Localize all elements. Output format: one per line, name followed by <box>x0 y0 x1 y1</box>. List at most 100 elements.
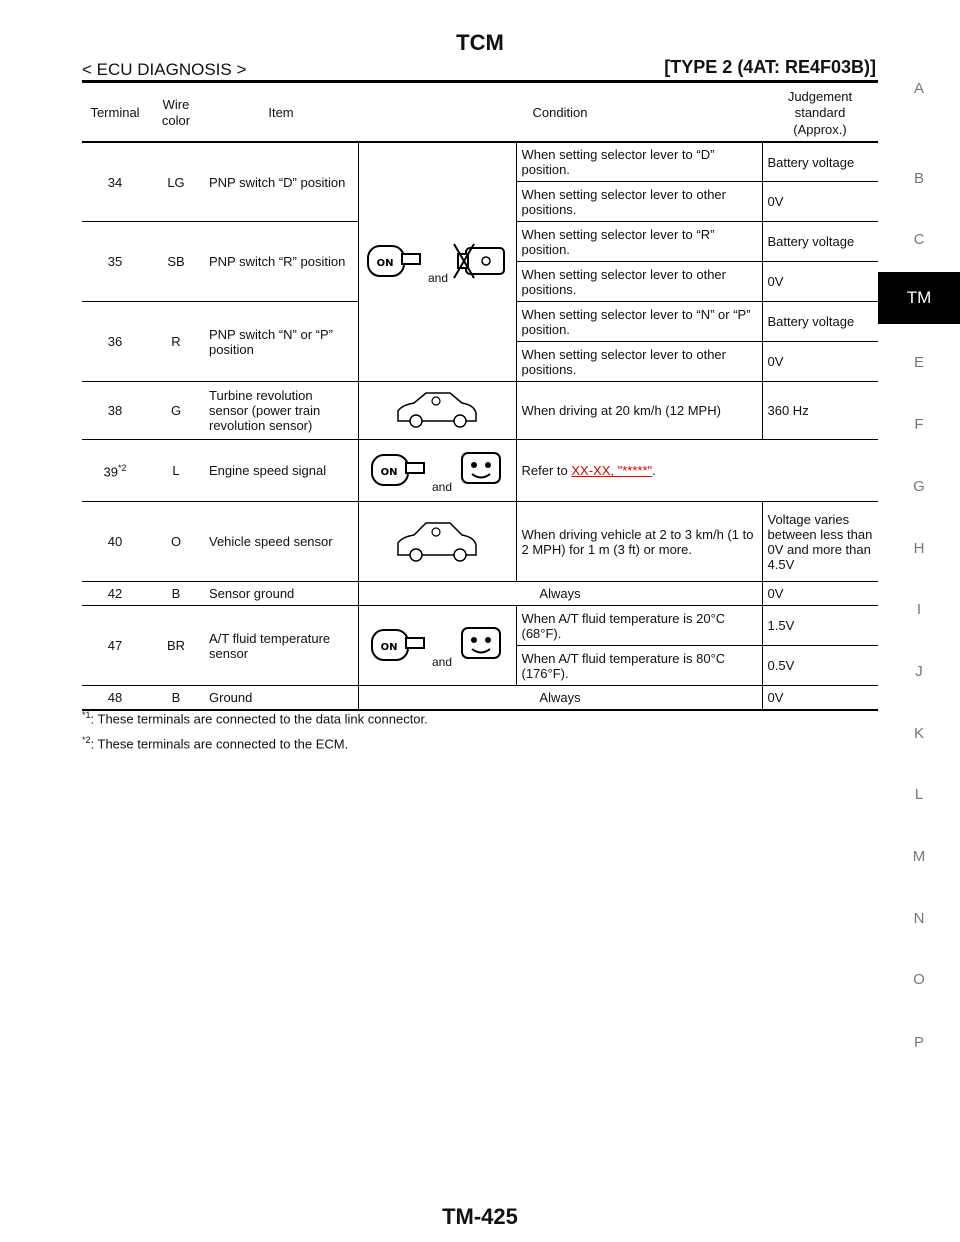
cell-condition-reference: Refer to XX-XX, "*****". <box>515 439 878 503</box>
cell-item: PNP switch “R” position <box>204 221 358 303</box>
page-title: TCM <box>456 30 504 55</box>
cell-judgement: Battery voltage <box>761 301 878 343</box>
header-condition: Condition <box>358 86 762 143</box>
index-letter[interactable]: O <box>913 971 925 988</box>
driving-vehicle-icon <box>397 522 477 562</box>
engine-running-icon <box>460 452 501 485</box>
cell-judgement: 0.5V <box>761 645 878 687</box>
cell-condition: Always <box>357 685 762 711</box>
reference-link[interactable]: XX-XX, "*****" <box>571 463 653 479</box>
cell-wire-color: L <box>148 439 204 503</box>
and-label: and <box>427 270 449 285</box>
cell-terminal: 40 <box>82 501 148 583</box>
cell-condition-icons <box>357 381 516 441</box>
index-letter[interactable]: M <box>912 848 926 865</box>
cell-item: PNP switch “D” position <box>204 141 358 223</box>
cell-wire-color: O <box>148 501 204 583</box>
cell-wire-color: G <box>148 381 204 441</box>
header-judgement: Judgement standard (Approx.) <box>762 86 878 143</box>
cell-condition: When driving at 20 km/h (12 MPH) <box>515 381 762 441</box>
header-rule <box>82 80 878 83</box>
cell-item: Ground <box>204 685 358 711</box>
reference-suffix: . <box>652 463 656 479</box>
index-letter[interactable]: A <box>913 80 924 97</box>
index-letter[interactable]: E <box>913 354 924 371</box>
index-letter[interactable]: H <box>913 540 925 557</box>
index-letter[interactable]: N <box>913 910 925 927</box>
cell-terminal: 39*2 <box>82 439 148 503</box>
footnote-2: *2: These terminals are connected to the… <box>82 735 348 751</box>
cell-judgement: Battery voltage <box>761 141 878 183</box>
table-row: 38 G Turbine revolution sensor (power tr… <box>82 381 878 441</box>
index-letter[interactable]: K <box>913 725 924 742</box>
footnote-1: *1: These terminals are connected to the… <box>82 710 428 726</box>
cell-terminal: 35 <box>82 221 148 303</box>
index-letter[interactable]: J <box>915 663 923 680</box>
cell-terminal: 36 <box>82 301 148 383</box>
footnote-mark: *1 <box>82 710 91 720</box>
index-letter[interactable]: F <box>914 416 924 433</box>
table-row: 34 LG PNP switch “D” position ON and <box>82 141 878 383</box>
cell-judgement: 0V <box>761 181 878 223</box>
transmission-type: [TYPE 2 (4AT: RE4F03B)] <box>664 57 876 77</box>
table-row: 42 B Sensor ground Always 0V <box>82 581 878 607</box>
cell-judgement: 0V <box>761 341 878 383</box>
cell-wire-color: LG <box>148 141 204 223</box>
cell-condition-icons: ON and <box>357 605 516 687</box>
ignition-and-engine-running-icons: ON and <box>368 622 505 669</box>
index-letter[interactable]: G <box>913 478 925 495</box>
svg-text:ON: ON <box>381 467 398 478</box>
index-letter[interactable]: I <box>916 601 922 618</box>
table-row: 48 B Ground Always 0V <box>82 685 878 711</box>
ignition-and-engine-icons: ON and <box>364 240 509 285</box>
cell-wire-color: SB <box>148 221 204 303</box>
index-letter[interactable]: C <box>913 231 925 248</box>
cell-judgement: Battery voltage <box>761 221 878 263</box>
svg-text:ON: ON <box>377 258 394 269</box>
table-row: 39*2 L Engine speed signal ON and Refer … <box>82 439 878 503</box>
table-row: When setting selector lever to other pos… <box>82 181 878 223</box>
breadcrumb: < ECU DIAGNOSIS > <box>82 60 247 79</box>
cell-item: PNP switch “N” or “P” position <box>204 301 358 383</box>
cell-wire-color: B <box>148 685 204 711</box>
cell-wire-color: R <box>148 301 204 383</box>
cell-condition: When A/T fluid temperature is 20°C (68°F… <box>515 605 762 647</box>
cell-condition-icons: ON and <box>357 141 516 383</box>
cell-judgement: Voltage varies between less than 0V and … <box>761 501 878 583</box>
section-index-sidebar: A B C TM E F G H I J K L M N O P <box>878 0 960 1242</box>
terminal-number: 39 <box>103 463 118 479</box>
cell-terminal: 47 <box>82 605 148 687</box>
cell-terminal: 48 <box>82 685 148 711</box>
cell-judgement: 0V <box>761 261 878 303</box>
and-label: and <box>431 655 453 670</box>
cell-item: Turbine revolution sensor (power train r… <box>204 381 358 441</box>
cell-condition-icons <box>357 501 516 583</box>
ignition-key-on-icon: ON <box>371 454 426 487</box>
footnote-text: : These terminals are connected to the d… <box>90 711 428 727</box>
and-label: and <box>431 480 453 495</box>
cell-item: Engine speed signal <box>204 439 358 503</box>
footnote-mark: *2 <box>82 735 91 745</box>
index-letter[interactable]: P <box>913 1034 924 1051</box>
index-letter-active[interactable]: TM <box>878 272 960 324</box>
cell-terminal: 34 <box>82 141 148 223</box>
svg-text:ON: ON <box>381 642 398 653</box>
index-letter[interactable]: L <box>914 786 924 803</box>
cell-wire-color: BR <box>148 605 204 687</box>
cell-condition: When setting selector lever to other pos… <box>515 341 762 383</box>
table-row: 36 R PNP switch “N” or “P” position When… <box>82 301 878 383</box>
reference-prefix: Refer to <box>521 463 572 479</box>
index-letter[interactable]: B <box>913 170 924 187</box>
cell-condition: When setting selector lever to “N” or “P… <box>515 301 762 343</box>
table-row: 35 SB PNP switch “R” position When setti… <box>82 221 878 303</box>
table-header-row: Terminal Wire color Item Condition Judge… <box>82 86 878 143</box>
header-item: Item <box>204 86 358 143</box>
table-row: When A/T fluid temperature is 80°C (176°… <box>82 645 878 687</box>
cell-judgement: 0V <box>761 581 878 607</box>
engine-running-icon <box>460 627 501 660</box>
cell-judgement: 0V <box>761 685 878 711</box>
driving-vehicle-icon <box>397 392 477 428</box>
cell-terminal: 42 <box>82 581 148 607</box>
header-wire-color: Wire color <box>148 86 204 143</box>
table-row: 47 BR A/T fluid temperature sensor ON an… <box>82 605 878 687</box>
